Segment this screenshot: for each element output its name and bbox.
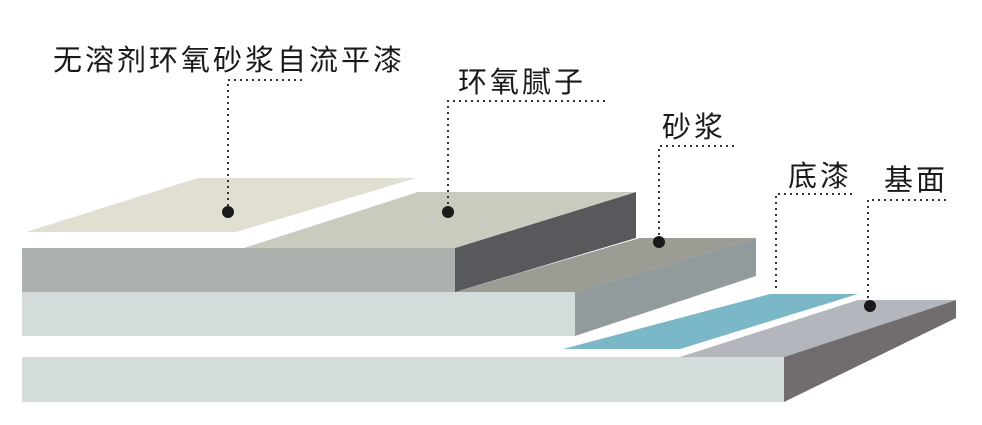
label-mortar: 砂浆 <box>662 110 726 144</box>
substrate-surface <box>680 300 956 357</box>
mortar-surface <box>455 238 756 292</box>
leader-primer <box>775 193 852 288</box>
substrate-slab-side <box>784 300 956 402</box>
marker-substrate <box>864 300 876 312</box>
top-slab-front <box>22 248 455 292</box>
self-leveling-surface <box>26 178 416 232</box>
substrate-slab-front <box>22 357 784 402</box>
leader-mortar <box>658 145 734 242</box>
marker-mortar <box>653 236 665 248</box>
epoxy-putty-surface <box>244 192 636 248</box>
leader-substrate <box>867 199 946 304</box>
primer-surface <box>563 294 858 349</box>
marker-epoxy-putty <box>442 206 454 218</box>
leader-epoxy-putty <box>447 100 605 212</box>
marker-self-leveling <box>222 206 234 218</box>
mortar-slab-front <box>22 292 575 336</box>
label-substrate: 基面 <box>884 163 948 197</box>
label-epoxy-putty: 环氧腻子 <box>458 65 586 99</box>
label-self-leveling: 无溶剂环氧砂浆自流平漆 <box>53 43 405 77</box>
mortar-slab-side <box>575 238 756 336</box>
label-primer: 底漆 <box>788 159 852 193</box>
top-slab-side <box>455 192 636 292</box>
leader-self-leveling <box>227 79 302 212</box>
